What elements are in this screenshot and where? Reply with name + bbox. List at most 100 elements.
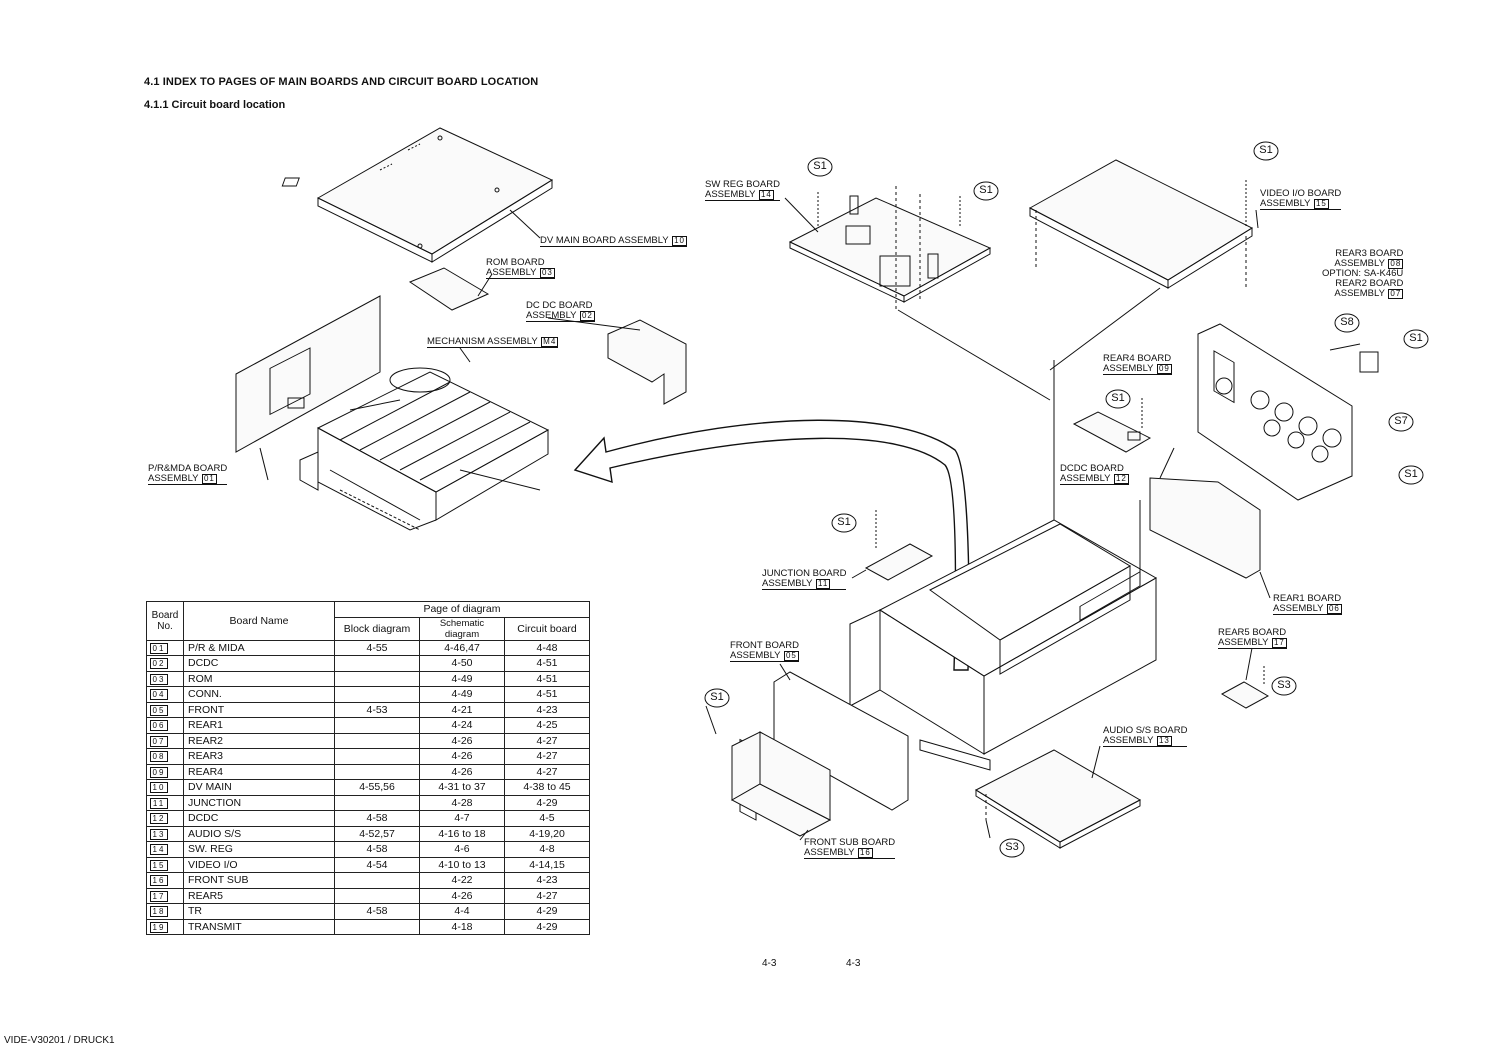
board-name: P/R & MIDA xyxy=(183,639,335,656)
front-board-drawing xyxy=(730,671,909,837)
screw-s1-label: S1 xyxy=(1111,392,1125,404)
circuit-board-page: 4-27 xyxy=(504,732,590,749)
schematic-diagram-page: 4-28 xyxy=(419,794,505,811)
board-name: REAR1 xyxy=(183,717,335,734)
page-number-left: 4-3 xyxy=(762,958,777,969)
schematic-diagram-page: 4-18 xyxy=(419,918,505,935)
dv-main-callout: DV MAIN BOARD ASSEMBLY 10 xyxy=(540,235,688,247)
subsection-heading: 4.1.1 Circuit board location xyxy=(144,99,286,111)
circuit-board-page: 4-8 xyxy=(504,841,590,858)
block-diagram-page xyxy=(334,717,420,734)
circuit-board-page: 4-23 xyxy=(504,872,590,889)
junction-board-drawing xyxy=(864,543,934,581)
rear4-board-drawing xyxy=(1072,411,1152,453)
board-number: 14 xyxy=(146,841,184,858)
schematic-diagram-page: 4-26 xyxy=(419,748,505,765)
board-number-box: 17 xyxy=(150,890,168,902)
block-diagram-page: 4-58 xyxy=(334,903,420,920)
board-number-box: 02 xyxy=(150,658,168,670)
board-number: 12 xyxy=(146,810,184,827)
header-schematic-diagram: Schematic diagram xyxy=(419,616,505,641)
block-diagram-page xyxy=(334,686,420,703)
board-number: 02 xyxy=(146,655,184,672)
screw-s1-label: S1 xyxy=(710,691,724,703)
screw-s1-label: S1 xyxy=(979,184,993,196)
schematic-diagram-page: 4-31 to 37 xyxy=(419,779,505,796)
circuit-board-page: 4-27 xyxy=(504,763,590,780)
board-index-table: Board No. Board Name Page of diagram Blo… xyxy=(146,601,590,935)
board-number: 08 xyxy=(146,748,184,765)
block-diagram-page xyxy=(334,763,420,780)
header-page-of-diagram: Page of diagram xyxy=(334,601,590,618)
circuit-board-page: 4-51 xyxy=(504,655,590,672)
screw-s1-label: S1 xyxy=(1404,468,1418,480)
circuit-board-page: 4-51 xyxy=(504,670,590,687)
schematic-diagram-page: 4-21 xyxy=(419,701,505,718)
board-number-box: 10 xyxy=(150,782,168,794)
dcdc-board-left-drawing xyxy=(607,319,687,405)
board-number: 05 xyxy=(146,701,184,718)
board-name: REAR2 xyxy=(183,732,335,749)
header-circuit-board: Circuit board xyxy=(504,616,590,641)
board-name: DV MAIN xyxy=(183,779,335,796)
board-name: DCDC xyxy=(183,655,335,672)
board-number: 10 xyxy=(146,779,184,796)
board-name: TR xyxy=(183,903,335,920)
circuit-board-page: 4-14,15 xyxy=(504,856,590,873)
board-number-box: 08 xyxy=(150,751,168,763)
block-diagram-page: 4-55,56 xyxy=(334,779,420,796)
chassis-drawing xyxy=(849,360,1158,771)
board-number-box: 15 xyxy=(150,859,168,871)
board-number: 06 xyxy=(146,717,184,734)
board-name: AUDIO S/S xyxy=(183,825,335,842)
header-block-diagram: Block diagram xyxy=(334,616,420,641)
board-name: FRONT xyxy=(183,701,335,718)
screw-s1-label: S1 xyxy=(1409,332,1423,344)
block-diagram-page xyxy=(334,872,420,889)
board-number: 11 xyxy=(146,794,184,811)
section-heading: 4.1 INDEX TO PAGES OF MAIN BOARDS AND CI… xyxy=(144,76,539,88)
schematic-diagram-page: 4-7 xyxy=(419,810,505,827)
mechanism-callout: MECHANISM ASSEMBLY M4 xyxy=(427,336,559,348)
schematic-diagram-page: 4-24 xyxy=(419,717,505,734)
board-number-box: 13 xyxy=(150,828,168,840)
block-diagram-page xyxy=(334,748,420,765)
schematic-diagram-page: 4-26 xyxy=(419,732,505,749)
board-number-box: 07 xyxy=(150,735,168,747)
circuit-board-page: 4-5 xyxy=(504,810,590,827)
block-diagram-page xyxy=(334,887,420,904)
block-diagram-page: 4-58 xyxy=(334,841,420,858)
screw-s3-label: S3 xyxy=(1277,679,1291,691)
screw-s1-label: S1 xyxy=(837,516,851,528)
schematic-diagram-page: 4-26 xyxy=(419,763,505,780)
board-number: 04 xyxy=(146,686,184,703)
board-name: TRANSMIT xyxy=(183,918,335,935)
board-number: 01 xyxy=(146,639,184,656)
block-diagram-page xyxy=(334,670,420,687)
board-number: 19 xyxy=(146,918,184,935)
board-number-box: 18 xyxy=(150,906,168,918)
screw-s3-label: S3 xyxy=(1005,841,1019,853)
circuit-board-page: 4-23 xyxy=(504,701,590,718)
board-number: 03 xyxy=(146,670,184,687)
block-diagram-page: 4-54 xyxy=(334,856,420,873)
board-number: 13 xyxy=(146,825,184,842)
circuit-board-page: 4-25 xyxy=(504,717,590,734)
